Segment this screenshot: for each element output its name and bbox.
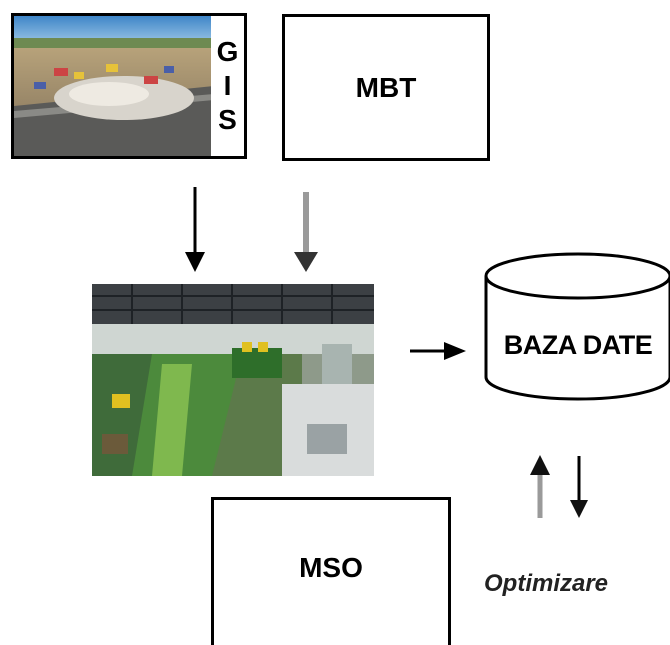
gis-letter-s: S (218, 104, 237, 135)
gis-letter-i: I (223, 70, 232, 101)
arrow-mbt-to-facility (294, 192, 318, 272)
landfill-photo-icon (14, 16, 214, 156)
mso-box: MSO (211, 497, 451, 645)
gis-letter-g: G (216, 36, 239, 67)
mbt-label: MBT (355, 71, 417, 103)
gis-landfill-panel: G I S (11, 13, 247, 159)
arrow-gis-to-facility (185, 187, 205, 272)
arrow-facility-to-database (410, 342, 466, 360)
mso-label: MSO (299, 551, 363, 583)
mbt-box: MBT (282, 14, 490, 161)
sorting-facility-photo (92, 284, 374, 476)
gis-label: G I S (211, 16, 244, 156)
facility-photo-icon (92, 284, 374, 476)
arrow-down-from-database (570, 456, 588, 518)
database-label: BAZA DATE (503, 330, 653, 360)
optimization-label: Optimizare (484, 570, 609, 597)
arrow-up-to-database (530, 455, 550, 518)
